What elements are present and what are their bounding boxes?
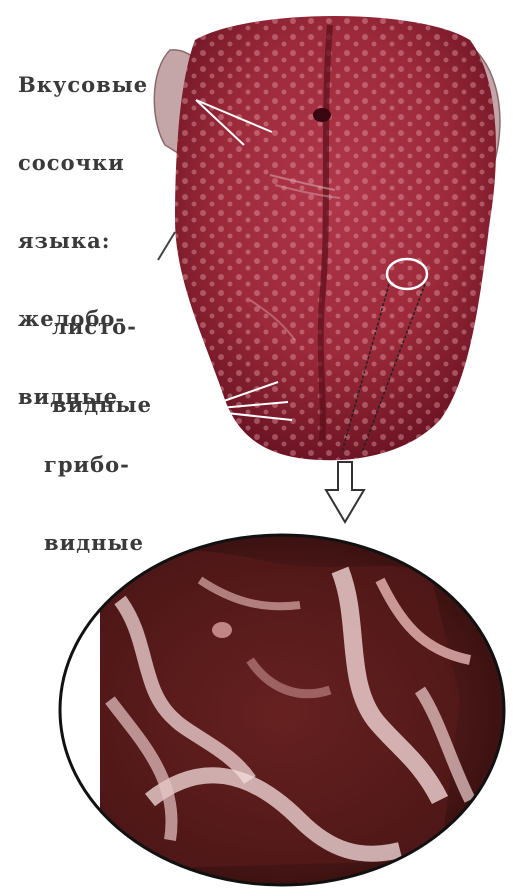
label-line: языка: [18, 228, 148, 254]
label-fungiform: грибо- видные [44, 400, 144, 582]
label-line: листо- [52, 314, 152, 340]
tongue-body [175, 16, 496, 460]
label-line: грибо- [44, 452, 144, 478]
label-line: видные [44, 530, 144, 556]
arrow-down-icon [326, 462, 364, 522]
pointer-foliate [158, 232, 175, 260]
label-line: сосочки [18, 150, 148, 176]
microscopy-view [0, 535, 505, 888]
label-line: Вкусовые [18, 72, 148, 98]
